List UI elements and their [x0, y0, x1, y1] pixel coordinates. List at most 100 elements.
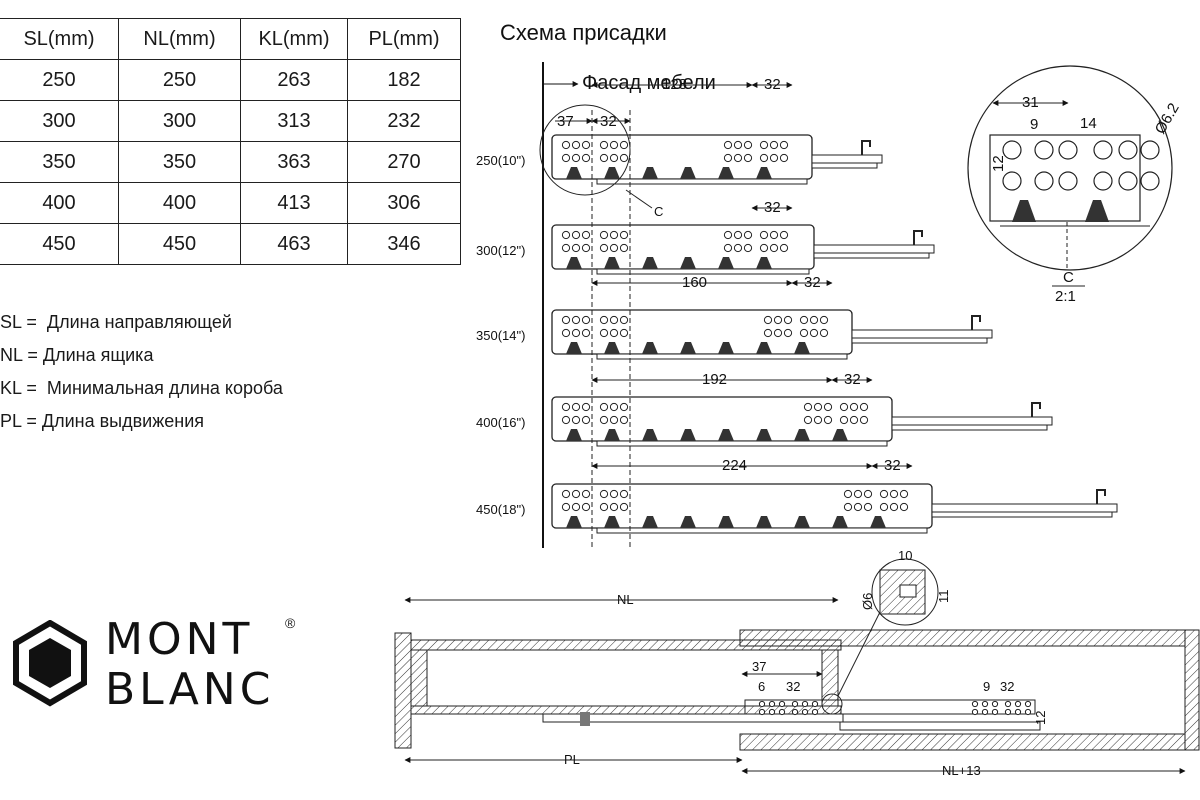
rail-mount-tab	[756, 516, 772, 528]
rail-mount-tab	[566, 516, 582, 528]
table-cell: 232	[347, 100, 461, 142]
rail-hole	[561, 230, 571, 240]
rail-hole	[609, 153, 619, 163]
rail-hole	[561, 140, 571, 150]
rail-hole	[581, 489, 591, 499]
rail-mount-tab	[680, 516, 696, 528]
rail-bottom-strip	[596, 268, 810, 275]
rail-mount-tab	[604, 516, 620, 528]
rail-hole	[843, 502, 853, 512]
rail-hole	[723, 153, 733, 163]
rail-hole	[571, 502, 581, 512]
rail-mount-tab	[832, 429, 848, 441]
rail-hole	[899, 502, 909, 512]
rail-cabinet-member	[744, 699, 1036, 715]
detail-hole	[1140, 171, 1160, 191]
detail-dim-dia: Ø6.2	[1152, 100, 1183, 137]
hexagon-icon	[13, 620, 87, 707]
rail-hole	[779, 153, 789, 163]
dim-main-label: 224	[722, 457, 747, 474]
assembly-drawing: NL PL NL+13 37 6 32 9 32 12 10 Ø6 11	[394, 548, 1200, 778]
drawer-front	[394, 632, 412, 749]
rail-hole	[581, 243, 591, 253]
dim-32b: 32	[1000, 679, 1014, 694]
brand-line2: BLANC	[105, 664, 275, 715]
rail-extension-lower	[813, 252, 930, 259]
rail-hole	[723, 140, 733, 150]
rail-hole	[839, 415, 849, 425]
rail-extension-lower	[811, 162, 878, 169]
rail-hole	[571, 415, 581, 425]
legend-item: NL = Длина ящика	[0, 339, 283, 372]
detail-hole	[1002, 171, 1022, 191]
dim-nl: NL	[617, 592, 634, 607]
rail-hole	[763, 328, 773, 338]
rail-hole	[733, 230, 743, 240]
rail-hole	[773, 315, 783, 325]
rail-hole	[599, 328, 609, 338]
rail-extension	[813, 244, 935, 254]
assembly-hole	[971, 700, 979, 708]
detail-mount-tab	[1012, 200, 1036, 222]
rail-hole	[743, 153, 753, 163]
dim-main-label: 160	[682, 274, 707, 291]
rail-hole	[853, 502, 863, 512]
rail-hole	[561, 153, 571, 163]
table-cell: 413	[240, 182, 348, 224]
rail-hole	[581, 140, 591, 150]
cabinet-top	[739, 629, 1186, 647]
assembly-hole	[791, 708, 799, 716]
table-cell: 400	[118, 182, 241, 224]
rail-hole	[783, 315, 793, 325]
rail-mount-tab	[566, 342, 582, 354]
rail-hole	[581, 502, 591, 512]
rail-hole	[849, 415, 859, 425]
brand-wordmark: MONT BLANC	[105, 615, 274, 715]
rail-mount-tab	[718, 257, 734, 269]
legend-text: Длина ящика	[42, 345, 154, 365]
rail-hole	[571, 230, 581, 240]
assembly-hole	[791, 700, 799, 708]
rail-hole	[609, 328, 619, 338]
rail-mount-tab	[604, 167, 620, 179]
rail-hole	[571, 328, 581, 338]
detail-scale: 2:1	[1055, 288, 1076, 305]
drawer-side-front	[410, 649, 428, 707]
dim-nl13: NL+13	[942, 763, 981, 778]
detail-hole	[1093, 171, 1113, 191]
rail-hole	[819, 315, 829, 325]
legend-abbr: KL =	[0, 378, 37, 398]
rail-hook	[1031, 402, 1041, 417]
rail-hole	[889, 502, 899, 512]
rail-hole	[619, 402, 629, 412]
rail-mount-tab	[642, 516, 658, 528]
rail-hole	[599, 489, 609, 499]
assembly-hole	[811, 700, 819, 708]
legend-abbr: PL =	[0, 411, 37, 431]
rail-mount-tab	[756, 167, 772, 179]
rail-hook	[1096, 489, 1106, 504]
rail-hole	[759, 153, 769, 163]
rail-hole	[581, 315, 591, 325]
rail-hole	[769, 140, 779, 150]
rail-hole	[799, 328, 809, 338]
rail-hole	[561, 328, 571, 338]
rail-size-label: 300(12")	[476, 243, 525, 258]
table-cell: 400	[0, 182, 119, 224]
detail-hole	[1118, 140, 1138, 160]
brand-line1: MONT	[105, 614, 254, 665]
dim-left-label: 37	[557, 113, 574, 130]
assembly-hole	[1024, 700, 1032, 708]
rail-hole	[849, 402, 859, 412]
rail-hole	[599, 315, 609, 325]
rail-mount-tab	[832, 516, 848, 528]
rail-hole	[899, 489, 909, 499]
rail-hole	[609, 415, 619, 425]
detail-hole	[1034, 140, 1054, 160]
rail-hole	[609, 140, 619, 150]
dim-offset-label: 32	[844, 371, 861, 388]
assembly-hole	[981, 700, 989, 708]
assembly-hole	[758, 708, 766, 716]
rail-size-label: 350(14")	[476, 328, 525, 343]
